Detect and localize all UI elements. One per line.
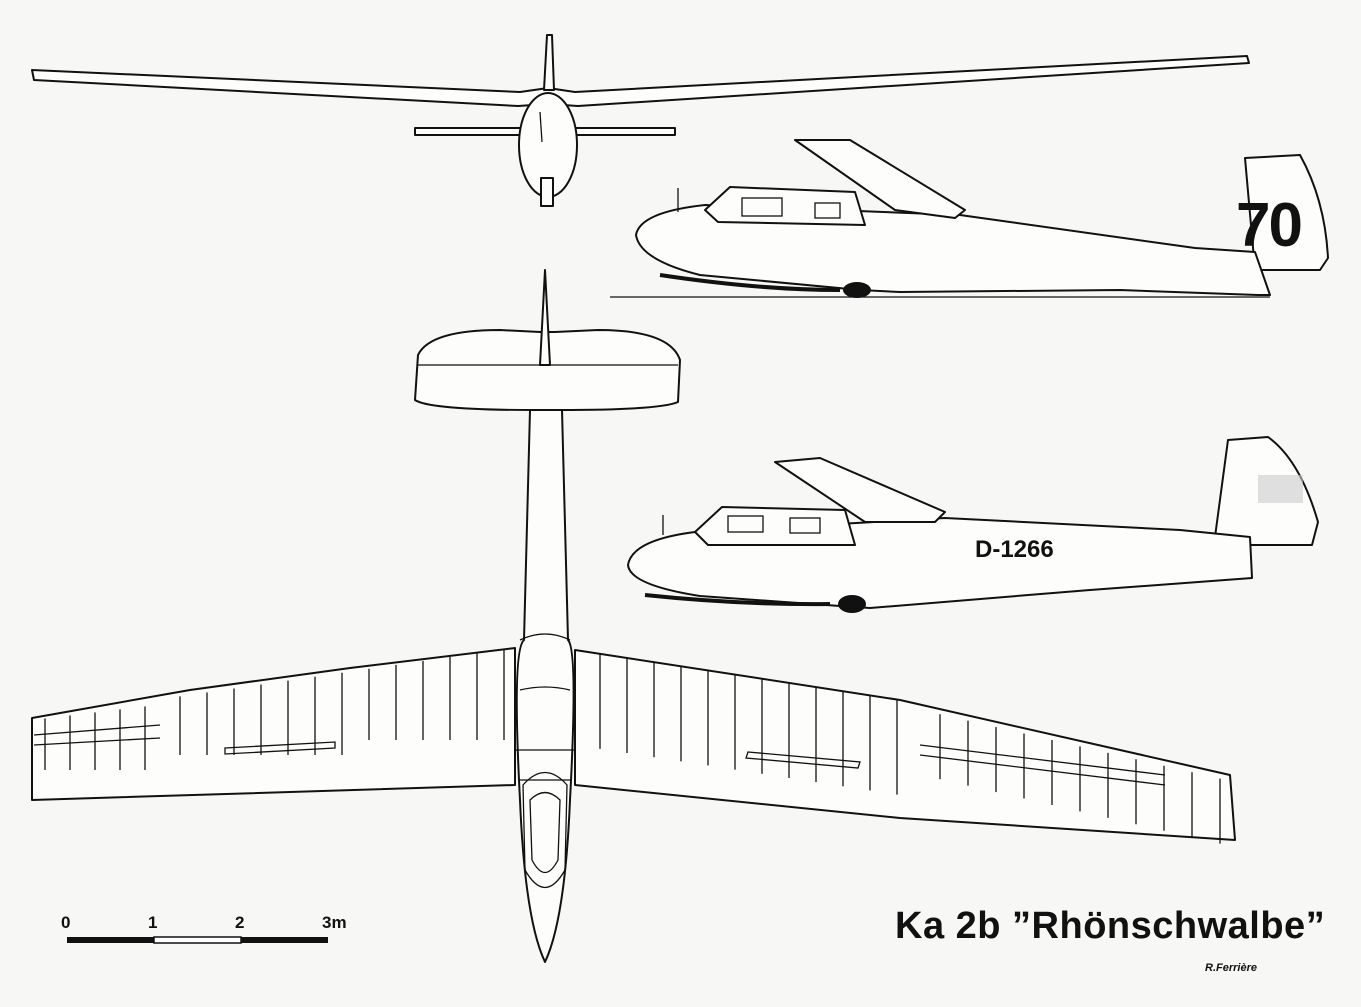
- top-right-wing: [574, 649, 1236, 841]
- front-view: [31, 34, 1250, 207]
- side-canopy-lower: [694, 506, 856, 546]
- front-fin: [543, 34, 555, 91]
- scale-tick-3m: 3m: [322, 913, 347, 932]
- side-fuselage-upper: [635, 204, 1271, 296]
- top-left-wing: [31, 647, 516, 801]
- front-skid: [540, 177, 554, 207]
- top-view: [31, 269, 1236, 963]
- scale-tick-2: 2: [235, 913, 245, 932]
- top-fin: [539, 269, 551, 366]
- front-wing: [31, 55, 1250, 107]
- side-view-upper: [610, 139, 1329, 298]
- side-wing-lower: [774, 457, 946, 523]
- top-tailplane: [414, 329, 681, 411]
- side-fin-upper: [1244, 154, 1329, 271]
- side-canopy-upper: [704, 186, 866, 226]
- scale-tick-0: 0: [61, 913, 71, 932]
- registration-d-1266: D-1266: [975, 536, 1054, 563]
- artist-signature: R.Ferrière: [1205, 962, 1257, 974]
- tail-number-70: 70: [1236, 191, 1303, 260]
- scale-bar: [67, 936, 328, 944]
- wing-ribs: [44, 649, 1221, 844]
- drawing-title: Ka 2b ”Rhönschwalbe”: [895, 905, 1326, 947]
- top-fuselage: [515, 409, 575, 963]
- side-view-lower: [627, 436, 1319, 613]
- scale-tick-1: 1: [148, 913, 158, 932]
- side-wing-upper: [794, 139, 966, 219]
